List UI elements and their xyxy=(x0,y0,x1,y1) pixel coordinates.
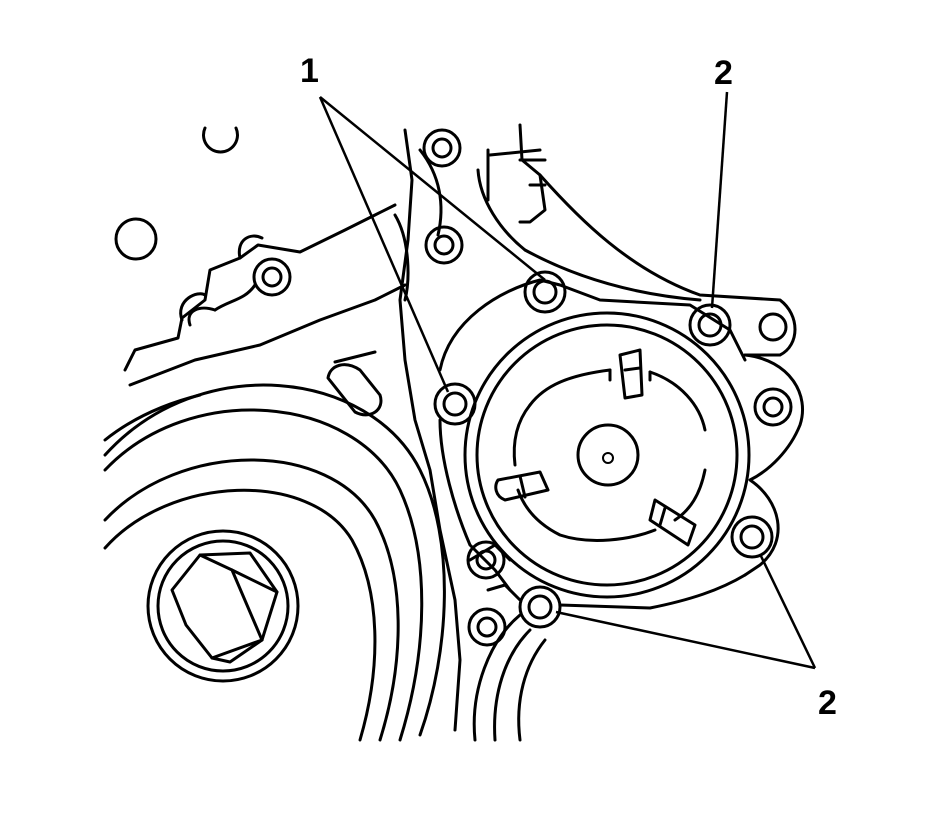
bolt-housing-c xyxy=(252,257,292,297)
leader-2-bottom-b xyxy=(555,610,816,670)
engine-block-outline xyxy=(103,123,805,742)
bolt-housing-f xyxy=(467,607,507,647)
bolt-callout-1-lower xyxy=(433,382,477,426)
bolt-callout-2-bottom xyxy=(518,585,562,629)
leader-2-top xyxy=(710,91,729,309)
bolt-housing-b xyxy=(424,225,464,265)
bolts xyxy=(252,128,793,647)
callout-2-top-label: 2 xyxy=(714,54,733,92)
leader-2-bottom-a xyxy=(758,553,817,669)
bolt-housing-e xyxy=(466,540,506,580)
bolt-callout-2-right xyxy=(730,515,774,559)
water-pump xyxy=(463,311,751,599)
bolt-callout-2-top xyxy=(688,303,732,347)
bolt-callout-1-upper xyxy=(523,270,567,314)
callout-2-bottom-label: 2 xyxy=(818,684,837,722)
crankshaft-pulley xyxy=(103,383,446,742)
leader-lines xyxy=(318,91,817,670)
leader-1-a xyxy=(319,96,546,281)
bolt-housing-a xyxy=(422,128,462,168)
leader-1-b xyxy=(318,96,450,393)
callout-1-label: 1 xyxy=(300,52,319,90)
bolt-housing-d xyxy=(753,387,793,427)
